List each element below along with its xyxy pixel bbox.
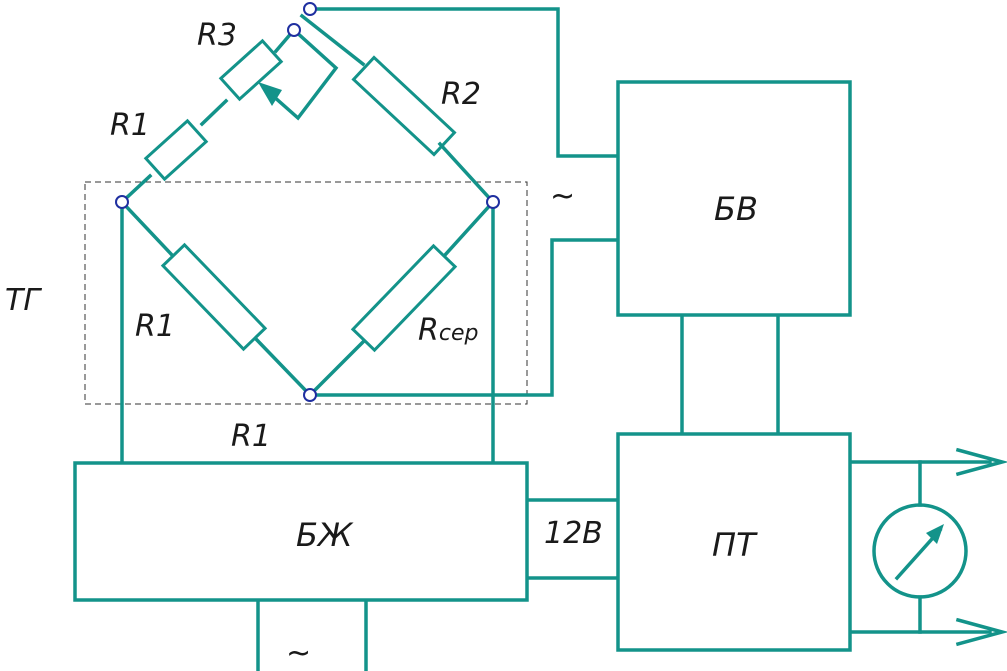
output-arrow-top-icon bbox=[955, 447, 1007, 477]
resistor-r3-potentiometer bbox=[218, 38, 284, 102]
label-r2: R2 bbox=[441, 77, 481, 112]
label-block-bzh: БЖ bbox=[296, 516, 354, 554]
block-pt bbox=[616, 432, 852, 652]
output-arrow-bottom-icon bbox=[955, 617, 1007, 647]
label-ac-bottom: ~ bbox=[286, 636, 311, 671]
label-voltage: 12В bbox=[544, 516, 603, 551]
block-bzh bbox=[73, 461, 529, 602]
label-tg: ТГ bbox=[5, 283, 42, 318]
tg-sensor-enclosure bbox=[84, 181, 528, 405]
label-r1-left: R1 bbox=[135, 309, 175, 344]
resistor-r-sensor bbox=[350, 243, 458, 353]
node-left bbox=[115, 195, 129, 209]
label-r3: R3 bbox=[197, 18, 237, 53]
label-r-sensor: Rсер bbox=[418, 313, 478, 348]
block-bv bbox=[616, 80, 852, 317]
label-r1-top: R1 bbox=[110, 108, 150, 143]
label-ac-top: ~ bbox=[550, 179, 575, 214]
label-block-pt: ПТ bbox=[712, 526, 758, 564]
external-wires bbox=[120, 7, 992, 671]
meter-gauge-icon bbox=[872, 503, 968, 599]
resistor-r2 bbox=[351, 55, 457, 157]
node-top-wiper bbox=[287, 23, 301, 37]
resistor-r1-top bbox=[143, 118, 209, 182]
label-block-bv: БВ bbox=[714, 190, 758, 228]
bridge-wires bbox=[119, 13, 496, 398]
label-r1-bottom: R1 bbox=[231, 419, 271, 454]
resistor-r1-left bbox=[160, 242, 268, 352]
node-bottom bbox=[303, 388, 317, 402]
node-top bbox=[303, 2, 317, 16]
node-right bbox=[486, 195, 500, 209]
